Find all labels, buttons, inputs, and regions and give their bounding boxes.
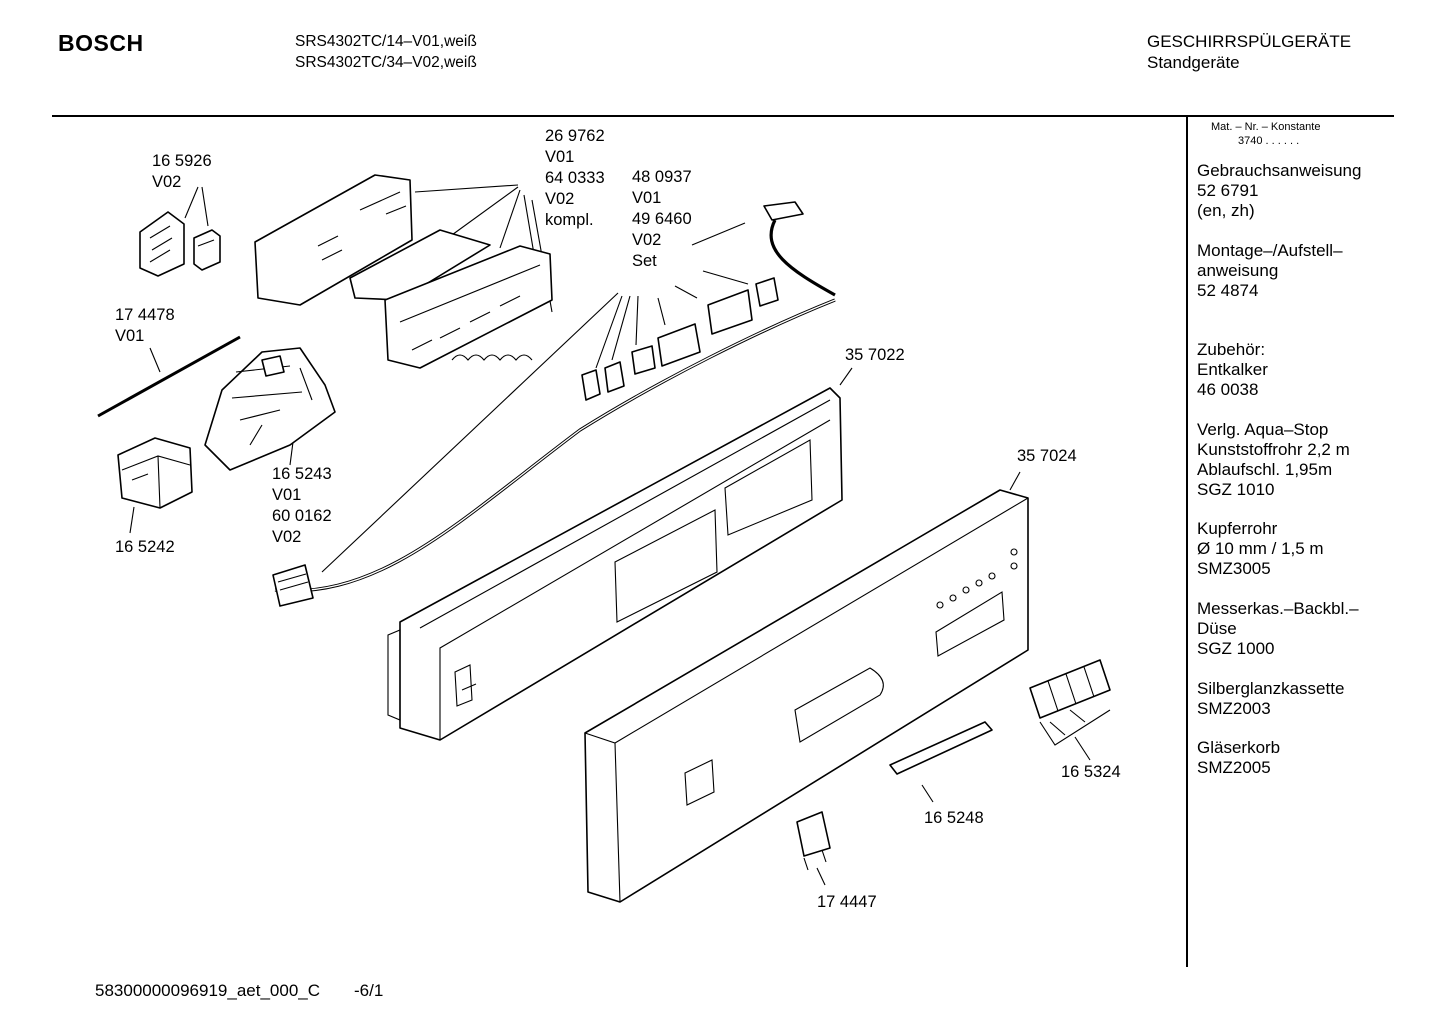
rod-part-174478: [97, 335, 241, 418]
header-divider: [52, 115, 1394, 117]
page-number: -6/1: [354, 981, 384, 1000]
sidebar-line: 52 4874: [1197, 281, 1259, 300]
sidebar-line: 52 6791: [1197, 181, 1259, 200]
sidebar-section-installation: Montage–/Aufstell– anweisung 52 4874: [1197, 241, 1343, 301]
part-number: 64 0333: [545, 169, 605, 187]
part-note: Set: [632, 252, 657, 270]
part-label-357022: 35 7022: [845, 345, 905, 366]
sidebar-line: Silberglanzkassette: [1197, 679, 1345, 698]
part-variant: V01: [272, 486, 302, 504]
sidebar-line: Ablaufschl. 1,95m: [1197, 460, 1333, 479]
part-number: 49 6460: [632, 210, 692, 228]
sidebar-line: SMZ2003: [1197, 699, 1271, 718]
part-variant: V01: [632, 189, 662, 207]
footer: 58300000096919_aet_000_C -6/1: [95, 981, 383, 1001]
part-label-480937: 48 0937 V01 49 6460 V02 Set: [632, 167, 692, 272]
sidebar-section-silver-cassette: Silberglanzkassette SMZ2003: [1197, 679, 1344, 719]
sidebar-line: SGZ 1000: [1197, 639, 1275, 658]
part-variant: V02: [545, 190, 575, 208]
part-variant: V02: [272, 528, 302, 546]
part-variant: V01: [115, 327, 145, 345]
part-variant: V02: [632, 231, 662, 249]
knob-part-174447: [796, 811, 831, 871]
brand-logo: BOSCH: [58, 30, 144, 56]
mat-nr-label: Mat. – Nr. – Konstante: [1211, 121, 1321, 133]
sidebar-section-aquastop: Verlg. Aqua–Stop Kunststoffrohr 2,2 m Ab…: [1197, 420, 1350, 500]
part-variant: V01: [545, 148, 575, 166]
model-line: SRS4302TC/34–V02,weiß: [295, 54, 477, 71]
sidebar-section-accessories: Zubehör: Entkalker 46 0038: [1197, 340, 1268, 400]
model-list: SRS4302TC/14–V01,weiß SRS4302TC/34–V02,w…: [295, 31, 477, 73]
part-label-174478: 17 4478 V01: [115, 305, 175, 347]
part-number: 26 9762: [545, 127, 605, 145]
switch-part-165242: [117, 437, 193, 509]
part-number: 16 5242: [115, 538, 175, 556]
trim-strip-part-165248: [889, 721, 993, 775]
part-label-165243: 16 5243 V01 60 0162 V02: [272, 464, 332, 548]
sidebar-line: Gläserkorb: [1197, 738, 1281, 757]
part-label-165248: 16 5248: [924, 808, 984, 829]
sidebar-line: Kunststoffrohr 2,2 m: [1197, 440, 1350, 459]
part-number: 16 5243: [272, 465, 332, 483]
sidebar-line: SGZ 1010: [1197, 480, 1275, 499]
sidebar-line: Zubehör:: [1197, 340, 1266, 359]
sidebar-line: Messerkas.–Backbl.–: [1197, 599, 1359, 618]
part-number: 16 5926: [152, 152, 212, 170]
sidebar-line: Montage–/Aufstell–: [1197, 241, 1343, 260]
part-number: 16 5248: [924, 809, 984, 827]
sidebar-line: 46 0038: [1197, 380, 1259, 399]
part-note: kompl.: [545, 211, 594, 229]
model-line: SRS4302TC/14–V01,weiß: [295, 33, 477, 50]
part-label-269762: 26 9762 V01 64 0333 V02 kompl.: [545, 126, 605, 231]
part-number: 17 4447: [817, 893, 877, 911]
part-label-165242: 16 5242: [115, 537, 175, 558]
sidebar-line: Verlg. Aqua–Stop: [1197, 420, 1329, 439]
part-number: 17 4478: [115, 306, 175, 324]
exploded-view-drawing: [97, 174, 1111, 903]
category-title: GESCHIRRSPÜLGERÄTE Standgeräte: [1147, 31, 1351, 73]
category-name: GESCHIRRSPÜLGERÄTE: [1147, 32, 1352, 51]
sidebar-section-copper-pipe: Kupferrohr Ø 10 mm / 1,5 m SMZ3005: [1197, 519, 1324, 579]
sidebar-line: SMZ2005: [1197, 758, 1271, 777]
part-number: 35 7022: [845, 346, 905, 364]
part-number: 60 0162: [272, 507, 332, 525]
sidebar-line: Düse: [1197, 619, 1237, 638]
sidebar-section-manual: Gebrauchsanweisung 52 6791 (en, zh): [1197, 161, 1361, 221]
front-fascia-part-357024: [584, 489, 1029, 903]
cover-part-165926: [139, 211, 221, 277]
sidebar-line: Ø 10 mm / 1,5 m: [1197, 539, 1324, 558]
button-set-part-165324: [1029, 659, 1111, 746]
sidebar-line: anweisung: [1197, 261, 1279, 280]
cable-harness-part-480937: [272, 201, 836, 607]
electronic-module-part-269762: [254, 174, 553, 369]
housing-part-165243: [204, 347, 336, 471]
part-number: 48 0937: [632, 168, 692, 186]
mat-nr-value: 3740 . . . . . .: [1238, 135, 1300, 147]
sidebar-divider: [1186, 117, 1188, 967]
part-label-165324: 16 5324: [1061, 762, 1121, 783]
subcategory-name: Standgeräte: [1147, 53, 1240, 72]
part-label-165926: 16 5926 V02: [152, 151, 212, 193]
sidebar-section-glass-basket: Gläserkorb SMZ2005: [1197, 738, 1280, 778]
sidebar-line: Gebrauchsanweisung: [1197, 161, 1362, 180]
document-id: 58300000096919_aet_000_C: [95, 981, 321, 1000]
sidebar-line: Entkalker: [1197, 360, 1268, 379]
mat-nr-block: Mat. – Nr. – Konstante 3740 . . . . . .: [1211, 120, 1320, 148]
sidebar-section-nozzle: Messerkas.–Backbl.– Düse SGZ 1000: [1197, 599, 1359, 659]
sidebar-line: (en, zh): [1197, 201, 1255, 220]
part-number: 35 7024: [1017, 447, 1077, 465]
part-label-174447: 17 4447: [817, 892, 877, 913]
part-variant: V02: [152, 173, 182, 191]
part-number: 16 5324: [1061, 763, 1121, 781]
part-label-357024: 35 7024: [1017, 446, 1077, 467]
control-panel-frame-part-357022: [387, 387, 843, 741]
sidebar-line: SMZ3005: [1197, 559, 1271, 578]
sidebar-line: Kupferrohr: [1197, 519, 1278, 538]
